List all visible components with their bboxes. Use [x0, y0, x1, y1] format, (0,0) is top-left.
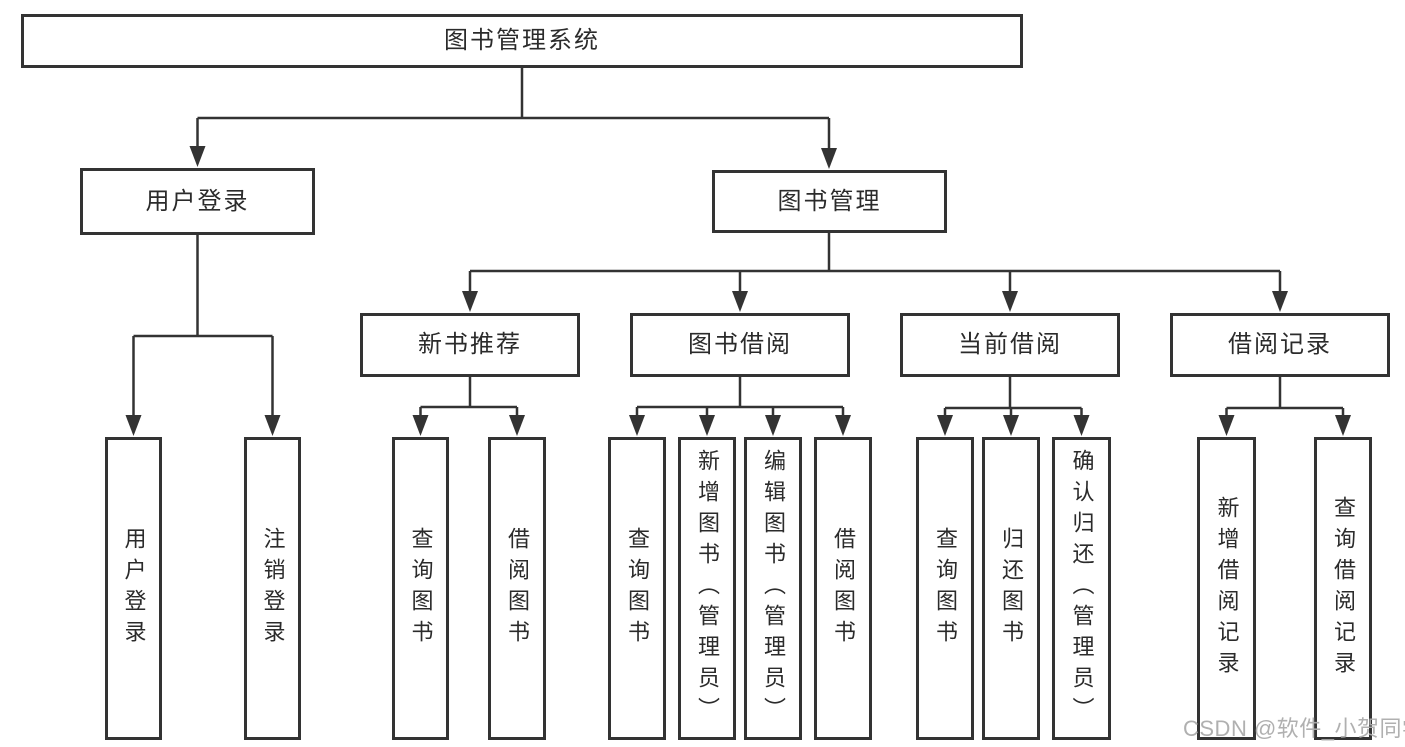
node-label: 图书管理系统	[444, 27, 600, 54]
leaf-edit-book-admin: 编辑图书（管理员）	[744, 437, 802, 740]
node-label: 查询图书	[625, 526, 650, 651]
leaf-borrowing-query-books: 查询图书	[608, 437, 666, 740]
node-book-management: 图书管理	[712, 170, 947, 233]
leaf-recommend-query-books: 查询图书	[392, 437, 449, 740]
connector-bookborrow-to-children	[635, 377, 845, 418]
connector-bookmgmt-to-level3	[468, 233, 1282, 295]
leaf-recommend-borrow-books: 借阅图书	[488, 437, 546, 740]
node-user-login: 用户登录	[80, 168, 315, 235]
node-label: 新书推荐	[418, 331, 522, 358]
node-book-borrowing: 图书借阅	[630, 313, 850, 377]
node-label: 借阅记录	[1228, 331, 1332, 358]
leaf-return-books: 归还图书	[982, 437, 1040, 740]
node-label: 查询借阅记录	[1331, 495, 1356, 682]
node-label: 查询图书	[933, 526, 958, 651]
csdn-watermark: CSDN @软件_小贺同学	[1183, 716, 1405, 741]
leaf-add-book-admin: 新增图书（管理员）	[678, 437, 736, 740]
leaf-borrowing-borrow-books: 借阅图书	[814, 437, 872, 740]
node-label: 注销登录	[260, 526, 286, 651]
node-label: 借阅图书	[505, 526, 530, 651]
connector-userlogin-to-children	[132, 235, 274, 418]
node-root-library-management-system: 图书管理系统	[21, 14, 1023, 68]
node-label: 查询图书	[408, 526, 434, 651]
node-label: 新增借阅记录	[1214, 495, 1240, 682]
node-label: 图书管理	[777, 187, 882, 215]
connector-root-to-level2	[196, 68, 831, 152]
node-label: 新增图书（管理员）	[695, 449, 720, 728]
node-current-borrowing: 当前借阅	[900, 313, 1120, 377]
node-label: 确认归还（管理员）	[1069, 449, 1095, 728]
leaf-add-borrow-record: 新增借阅记录	[1197, 437, 1256, 740]
node-label: 用户登录	[121, 526, 147, 651]
node-borrowing-records: 借阅记录	[1170, 313, 1390, 377]
leaf-current-query-books: 查询图书	[916, 437, 974, 740]
leaf-confirm-return-admin: 确认归还（管理员）	[1052, 437, 1111, 740]
leaf-logout: 注销登录	[244, 437, 301, 740]
node-label: 借阅图书	[831, 526, 856, 651]
node-label: 图书借阅	[688, 331, 792, 358]
leaf-user-login: 用户登录	[105, 437, 162, 740]
node-new-book-recommendation: 新书推荐	[360, 313, 580, 377]
connector-currentborrow-to-children	[943, 377, 1083, 418]
connector-newbook-to-children	[419, 377, 519, 418]
node-label: 归还图书	[999, 526, 1024, 651]
node-label: 编辑图书（管理员）	[761, 449, 786, 728]
node-label: 用户登录	[145, 187, 250, 215]
node-label: 当前借阅	[958, 331, 1062, 358]
arrowheads	[125, 146, 1351, 436]
leaf-query-borrow-record: 查询借阅记录	[1314, 437, 1372, 740]
connector-records-to-children	[1225, 377, 1345, 418]
